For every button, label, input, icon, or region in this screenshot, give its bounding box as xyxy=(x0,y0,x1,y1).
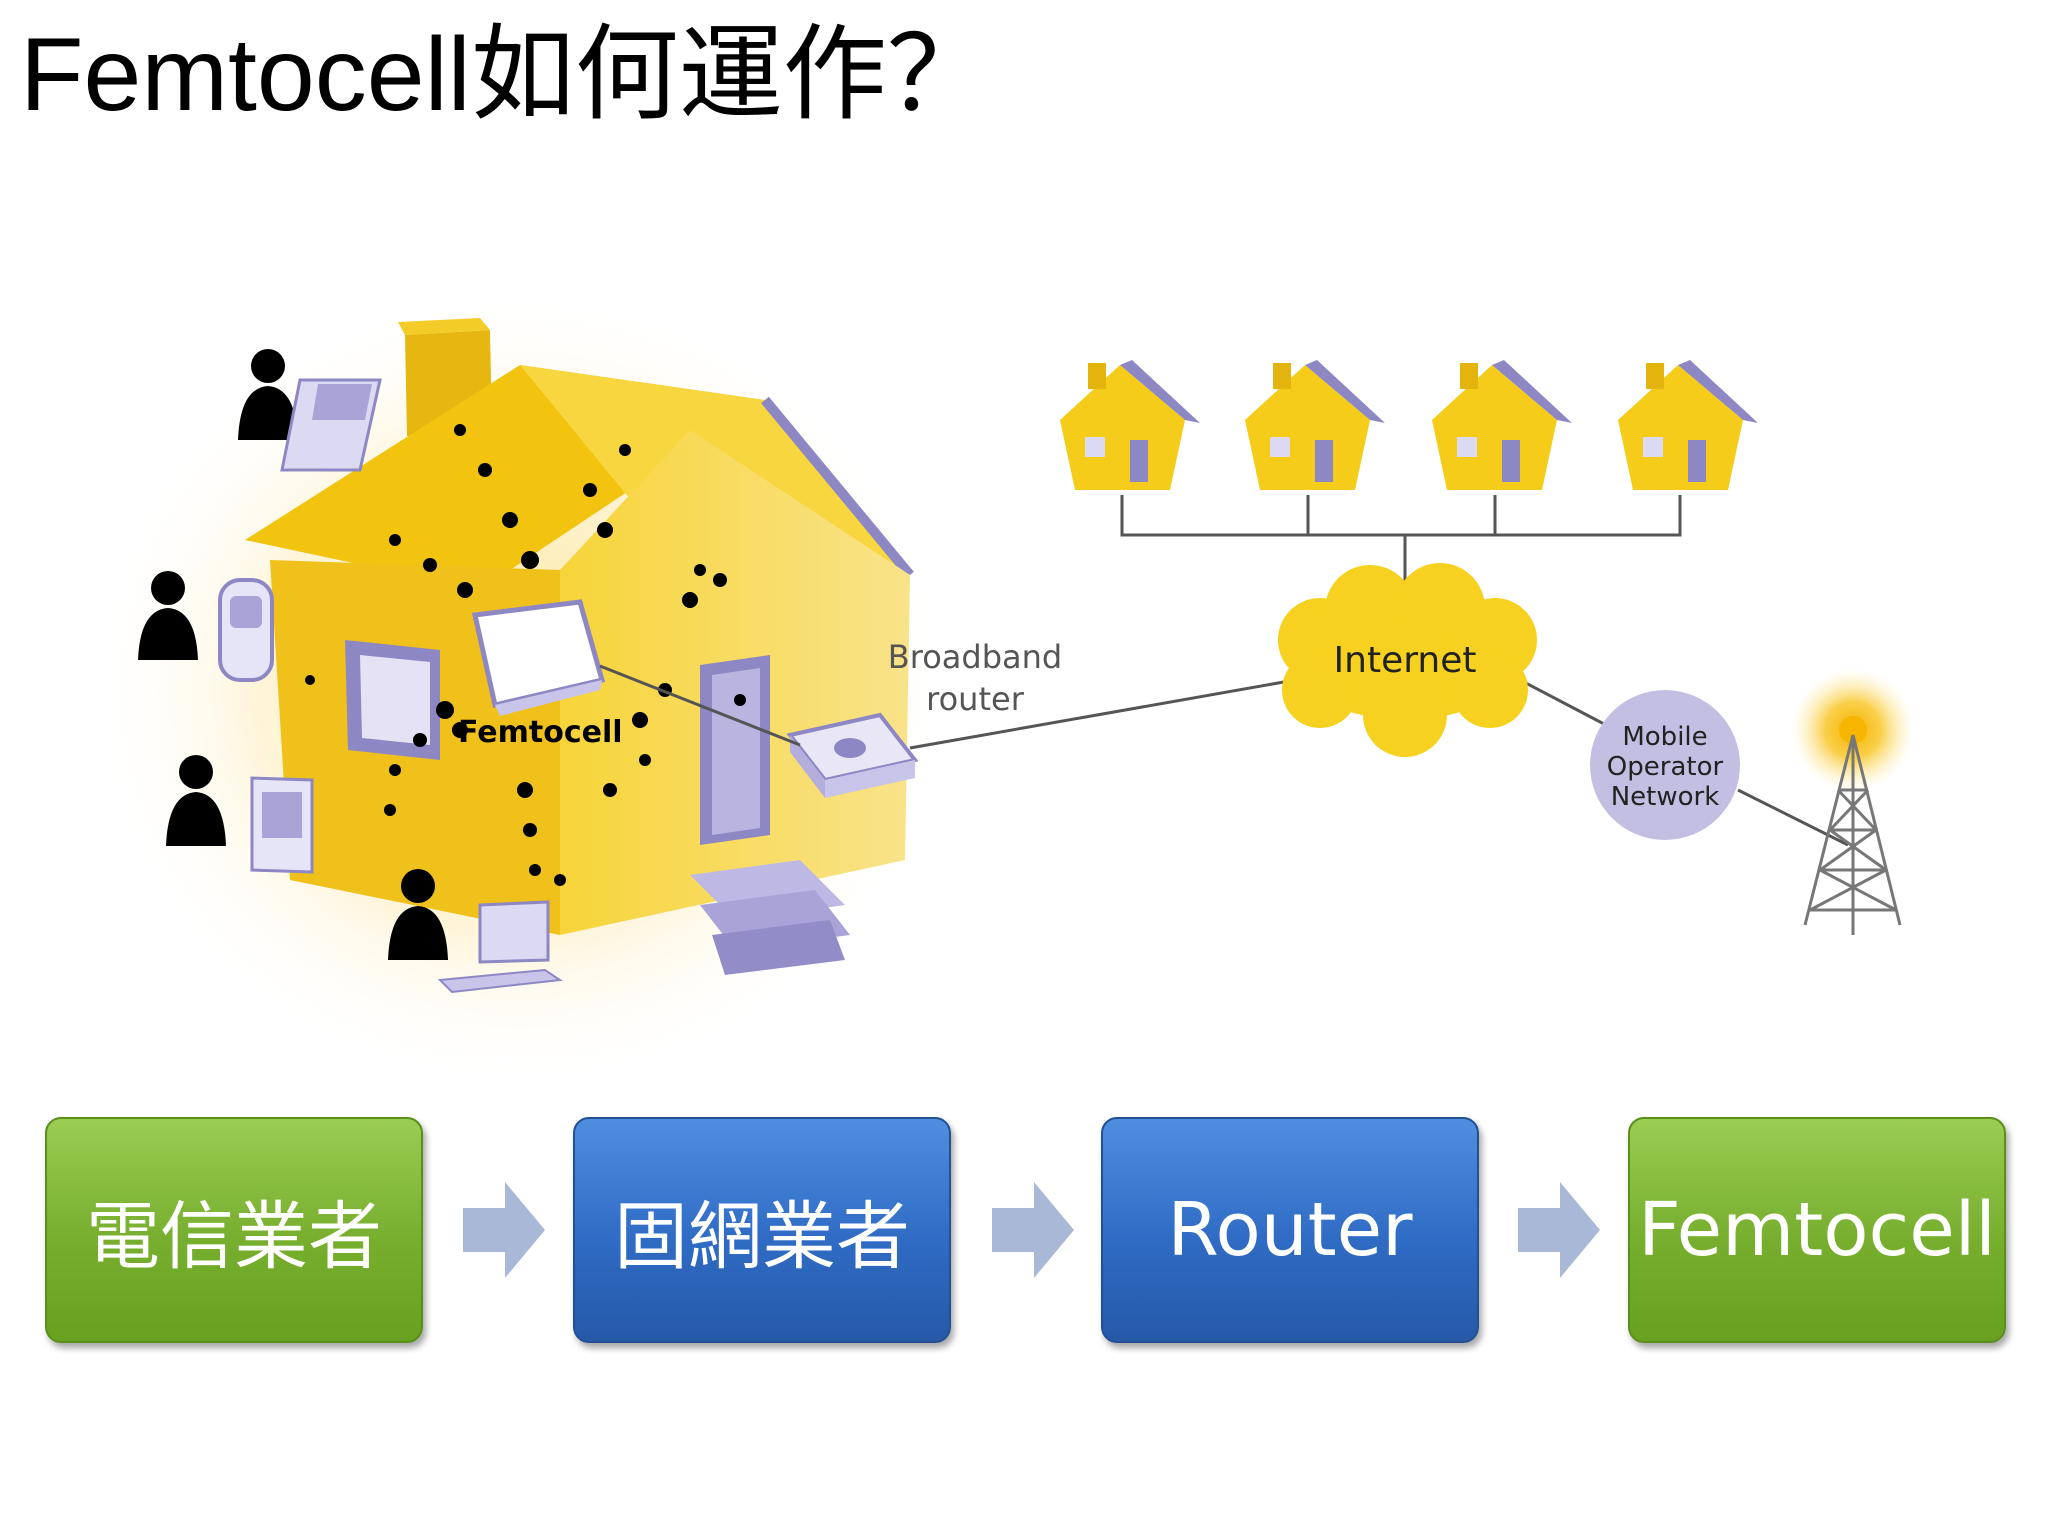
femtocell-label: Femtocell xyxy=(458,715,623,750)
house-icon xyxy=(1432,360,1572,490)
operator-label-line3: Network xyxy=(1611,782,1720,812)
internet-label: Internet xyxy=(1334,640,1477,681)
flow-arrow-right-icon xyxy=(992,1182,1074,1278)
person-icon xyxy=(238,349,298,440)
flow-step-fixed-network: 固網業者 xyxy=(573,1117,951,1343)
flow-step-telecom: 電信業者 xyxy=(45,1117,423,1343)
slide-title: Femtocell如何運作？ xyxy=(20,17,991,133)
user-4 xyxy=(388,869,563,994)
broadband-label-line1: Broadband xyxy=(888,638,1062,676)
house-icon xyxy=(1618,360,1758,490)
small-houses xyxy=(1060,360,1758,490)
house-icon xyxy=(1245,360,1385,490)
internet-cloud-icon xyxy=(1278,563,1537,757)
signal-dots xyxy=(305,424,746,886)
operator-network-node xyxy=(1590,690,1740,840)
operator-label-line2: Operator xyxy=(1607,752,1724,782)
flow-arrow-right-icon xyxy=(463,1182,545,1278)
user-2 xyxy=(138,571,274,682)
laptop-icon xyxy=(437,900,563,994)
person-icon xyxy=(388,869,448,960)
pda-icon xyxy=(250,776,314,874)
flow-arrow-right-icon xyxy=(1518,1182,1600,1278)
broadband-router-icon xyxy=(786,712,919,798)
phone-icon xyxy=(280,378,382,472)
flow-step-femtocell: Femtocell xyxy=(1628,1117,2006,1343)
operator-label-line1: Mobile xyxy=(1622,722,1707,752)
cell-tower-icon xyxy=(1791,668,1915,935)
user-3 xyxy=(166,755,314,874)
femtocell-device-icon xyxy=(471,599,606,716)
main-house-icon: Femtocell xyxy=(245,318,919,975)
flow-step-router: Router xyxy=(1101,1117,1479,1343)
house-icon xyxy=(1060,360,1200,490)
person-icon xyxy=(166,755,226,846)
mobile-icon xyxy=(218,578,274,682)
user-1 xyxy=(238,349,382,472)
person-icon xyxy=(138,571,198,660)
broadband-label-line2: router xyxy=(926,680,1025,718)
